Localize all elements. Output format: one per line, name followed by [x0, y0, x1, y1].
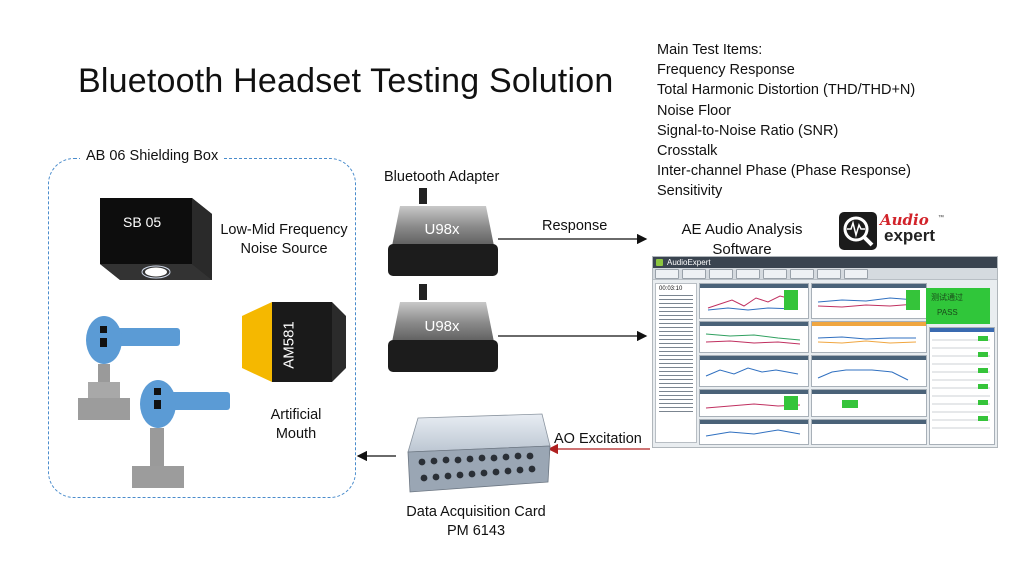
test-item: Crosstalk [657, 143, 718, 160]
audio-expert-logo-icon [839, 212, 877, 250]
excitation-label: AO Excitation [554, 431, 642, 447]
noise-source-cube [100, 198, 212, 280]
software-title-bar: AudioExpert [653, 257, 997, 268]
graph-panel [699, 389, 809, 417]
test-item: Noise Floor [657, 102, 732, 119]
graph-panel [699, 419, 809, 445]
logo-expert-text: expert [884, 226, 936, 245]
test-item: Signal-to-Noise Ratio (SNR) [657, 122, 839, 139]
test-item: Inter-channel Phase (Phase Response) [657, 163, 911, 180]
toolbar-button[interactable] [736, 269, 760, 279]
pass-status-box: 测试通过 PASS [926, 288, 990, 324]
shielding-box-label: AB 06 Shielding Box [80, 148, 225, 164]
graph-panel [811, 321, 927, 353]
test-items-heading: Main Test Items: [657, 42, 763, 58]
graph-panel [811, 283, 927, 319]
graph-panel [699, 283, 809, 319]
noise-source-model: SB 05 [123, 214, 162, 230]
bluetooth-adapter-1 [388, 188, 498, 276]
status-cn-text: 测试通过 [931, 293, 963, 302]
logo-audio-text: Audio [880, 211, 929, 229]
test-item: Total Harmonic Distortion (THD/THD+N) [657, 82, 916, 99]
adapter-2-model: U98x [424, 318, 460, 335]
results-table [929, 327, 995, 445]
daq-label-line2: PM 6143 [446, 523, 506, 539]
software-timer: 00:03:10 [659, 286, 683, 292]
app-logo-icon [656, 259, 663, 266]
toolbar-button[interactable] [844, 269, 868, 279]
graph-panel [811, 419, 927, 445]
mouth-label-line2: Mouth [275, 426, 317, 442]
headset-under-test-1 [78, 316, 180, 420]
software-label-line2: Software [712, 241, 772, 258]
toolbar-button[interactable] [817, 269, 841, 279]
adapter-1-model: U98x [424, 221, 460, 238]
software-window: AudioExpert 00:03:10 [652, 256, 998, 448]
test-item: Sensitivity [657, 183, 723, 200]
toolbar-button[interactable] [682, 269, 706, 279]
noise-source-label-line2: Noise Source [240, 241, 328, 257]
data-acquisition-card [407, 413, 551, 493]
software-toolbar [653, 268, 997, 280]
software-sidebar: 00:03:10 [655, 283, 697, 443]
response-label: Response [542, 218, 608, 234]
graph-panel [699, 355, 809, 387]
toolbar-button[interactable] [709, 269, 733, 279]
graph-panel [811, 389, 927, 417]
bluetooth-adapter-label: Bluetooth Adapter [384, 169, 500, 185]
graph-panel [699, 321, 809, 353]
software-label-line1: AE Audio Analysis [681, 221, 803, 238]
headset-under-test-2 [132, 380, 230, 488]
status-pass-text: PASS [937, 308, 958, 317]
noise-source-label-line1: Low-Mid Frequency [220, 222, 348, 238]
logo-trademark: ™ [938, 215, 944, 221]
graph-panel [811, 355, 927, 387]
artificial-mouth [242, 302, 346, 382]
bluetooth-adapter-2 [388, 284, 498, 372]
software-window-title: AudioExpert [667, 258, 711, 267]
mouth-label-line1: Artificial [270, 407, 322, 423]
toolbar-button[interactable] [655, 269, 679, 279]
test-item: Frequency Response [657, 62, 795, 79]
main-test-items: Main Test Items: Frequency Response Tota… [657, 40, 915, 202]
toolbar-button[interactable] [790, 269, 814, 279]
audio-expert-logo: Audio expert [880, 211, 936, 245]
page-title: Bluetooth Headset Testing Solution [78, 62, 614, 100]
toolbar-button[interactable] [763, 269, 787, 279]
daq-label-line1: Data Acquisition Card [406, 504, 546, 520]
